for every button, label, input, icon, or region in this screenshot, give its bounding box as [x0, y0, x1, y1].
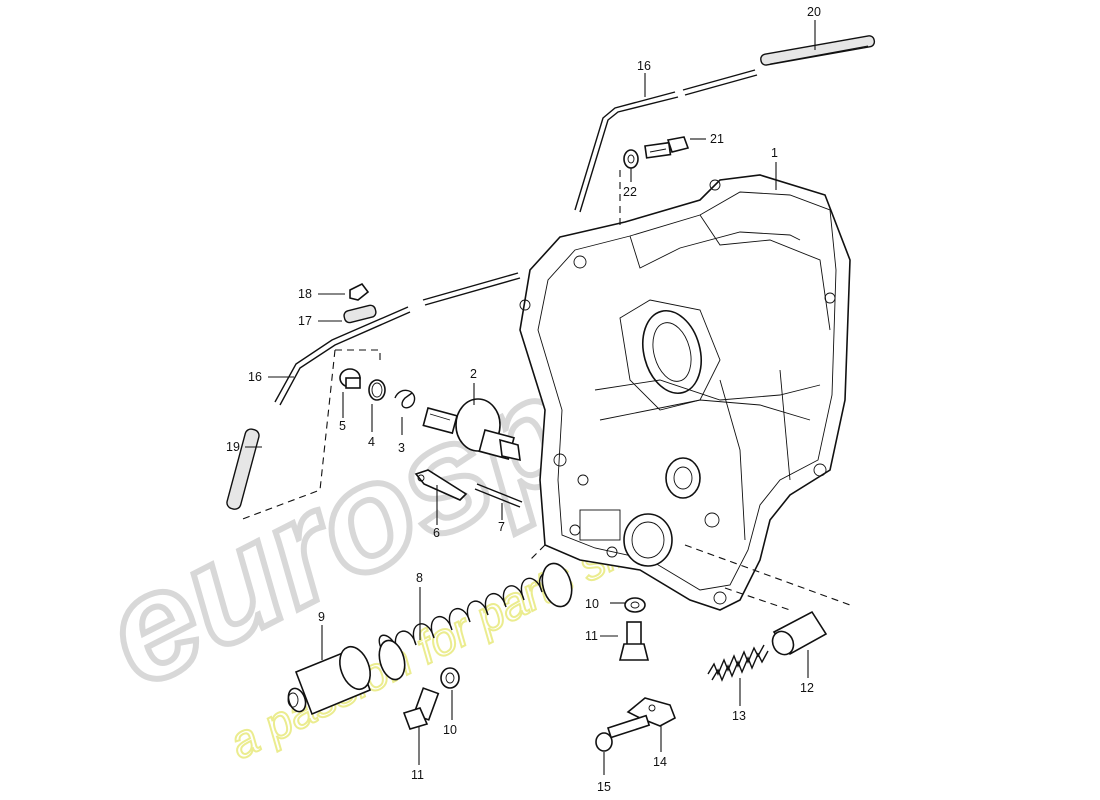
callout-leader-lines: [245, 20, 816, 775]
callout-22: 22: [623, 185, 637, 199]
callout-8: 8: [416, 571, 423, 585]
part-20-hose: [760, 35, 876, 66]
part-4-o-ring: [368, 379, 386, 401]
part-11-bolt-right: [618, 621, 650, 661]
callout-13: 13: [732, 709, 746, 723]
callout-labels: 1 2 3 4 5 6 7 8 9 10 10 11 11 12 13 14 1…: [226, 5, 821, 794]
callout-18: 18: [298, 287, 312, 301]
callout-15: 15: [597, 780, 611, 794]
callout-1: 1: [771, 146, 778, 160]
callout-10-right: 10: [585, 597, 599, 611]
callout-16-upper: 16: [637, 59, 651, 73]
callout-11-right: 11: [585, 629, 598, 643]
part-8-spring: [378, 562, 573, 681]
part-21-bolt: [644, 136, 690, 159]
part-10-washer-left: [440, 667, 460, 689]
callout-17: 17: [298, 314, 312, 328]
part-10-washer-right: [624, 597, 646, 613]
part-1-housing: [519, 174, 851, 611]
part-12-plug: [771, 610, 828, 656]
callout-4: 4: [368, 435, 375, 449]
callout-3: 3: [398, 441, 405, 455]
part-15-screw: [595, 714, 651, 752]
part-22-washer: [623, 149, 639, 169]
callout-19: 19: [226, 440, 240, 454]
part-9-piston: [287, 645, 372, 716]
part-11-bolt-left: [402, 687, 440, 730]
callout-6: 6: [433, 526, 440, 540]
callout-12: 12: [800, 681, 814, 695]
part-7-pin: [474, 483, 523, 508]
callout-5: 5: [339, 419, 346, 433]
part-3-clip: [394, 389, 416, 409]
part-17-sleeve: [343, 304, 377, 324]
callout-2: 2: [470, 367, 477, 381]
callout-9: 9: [318, 610, 325, 624]
part-14-bracket: [626, 697, 677, 727]
part-19-hose: [226, 428, 260, 510]
callout-21: 21: [710, 132, 724, 146]
part-6-lock-tab: [414, 469, 468, 501]
part-18-clamp: [349, 282, 370, 301]
callout-11-left: 11: [411, 768, 424, 782]
dashed-grouping-lines: [239, 170, 851, 611]
callout-16-lower: 16: [248, 370, 262, 384]
callout-14: 14: [653, 755, 667, 769]
part-16-lower-pipe: [274, 272, 521, 406]
callout-10-left: 10: [443, 723, 457, 737]
callout-7: 7: [498, 520, 505, 534]
part-16-upper-pipe: [574, 69, 758, 213]
part-2-sender-unit: [422, 398, 521, 462]
part-13-spring: [707, 644, 769, 682]
part-5-fitting: [339, 368, 361, 389]
callout-20: 20: [807, 5, 821, 19]
